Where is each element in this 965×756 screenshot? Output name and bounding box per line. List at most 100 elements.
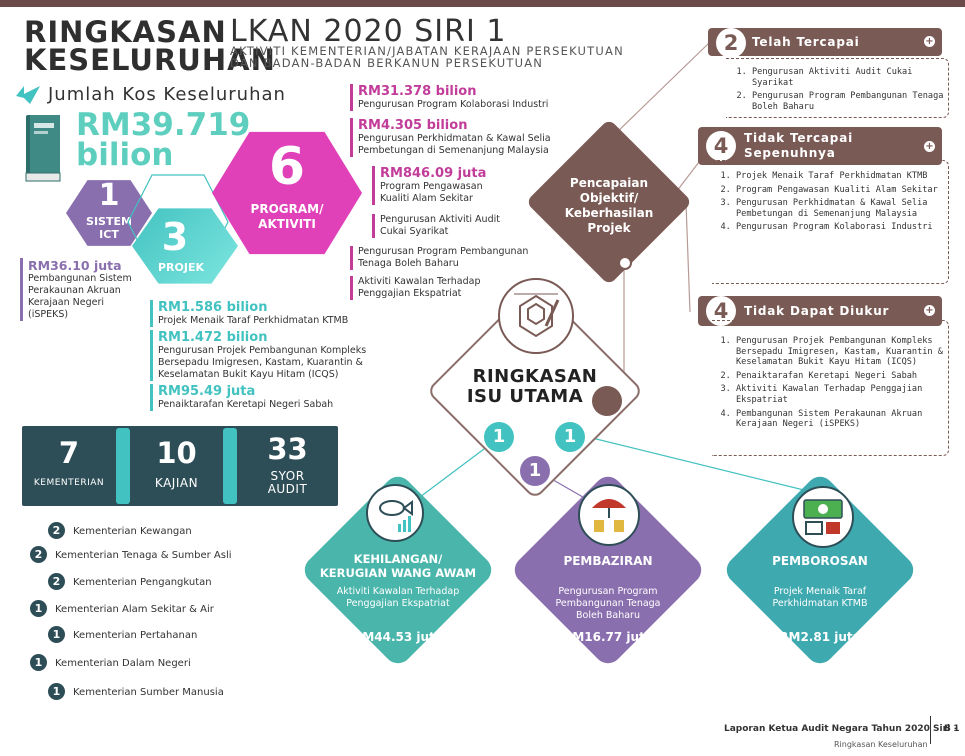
achievement-title-1: Pencapaian <box>569 176 649 190</box>
ministry-count: 2 <box>48 573 65 590</box>
status-list-1: Pengurusan Aktiviti Audit Cukai Syarikat… <box>732 67 944 115</box>
status-box-3 <box>712 320 949 456</box>
project-desc: Pengurusan Projek Pembangunan Kompleks <box>158 345 367 356</box>
issue-loss-desc-1: Aktiviti Kawalan Terhadap <box>336 586 460 597</box>
program-desc: Aktiviti Kawalan Terhadap <box>358 276 481 287</box>
stat-syor-value: 33 <box>267 432 308 466</box>
ministry-name: Kementerian Sumber Manusia <box>73 687 224 698</box>
issue-title-1: RINGKASAN <box>472 366 598 387</box>
ministry-count: 1 <box>48 683 65 700</box>
ict-desc: Pembangunan Sistem <box>28 273 132 284</box>
ict-desc: (iSPEKS) <box>28 309 69 320</box>
program-desc: Pengurusan Program Kolaborasi Industri <box>358 99 549 110</box>
project-amount: RM1.586 bilion <box>158 300 268 315</box>
leaf-icon <box>16 86 40 104</box>
list-item: Pengurusan Projek Pembangunan Kompleks B… <box>736 336 944 368</box>
program-count: 6 <box>268 137 306 197</box>
ministry-name: Kementerian Alam Sekitar & Air <box>55 604 214 615</box>
footer-report: Laporan Ketua Audit Negara Tahun 2020 Si… <box>724 724 960 734</box>
issue-extra-amount: RM2.81 juta <box>779 630 861 644</box>
program-desc: Penggajian Ekspatriat <box>358 288 462 299</box>
status-title-3: Tidak Dapat Diukur <box>744 304 890 318</box>
footer-divider <box>930 716 931 744</box>
ministry-name: Kementerian Tenaga & Sumber Asli <box>55 550 232 561</box>
program-desc: Program Pengawasan <box>380 181 483 192</box>
stat-kajian-label: KAJIAN <box>154 476 199 490</box>
program-item-2: RM4.305 bilion Pengurusan Perkhidmatan &… <box>350 118 551 157</box>
plus-icon[interactable]: + <box>924 36 935 47</box>
ict-label1: SISTEM <box>86 215 132 228</box>
stats-panel <box>22 426 338 506</box>
book-icon <box>25 115 61 182</box>
issue-waste-desc-1: Pengurusan Program <box>558 586 658 597</box>
ministry-name: Kementerian Pertahanan <box>73 630 198 641</box>
issue-badge-3: 1 <box>520 456 550 486</box>
status-header-3[interactable] <box>698 296 942 326</box>
program-desc: Pengurusan Perkhidmatan & Kawal Selia <box>358 133 551 144</box>
program-desc: Pengurusan Program Pembangunan <box>358 246 529 257</box>
program-desc: Pengurusan Aktiviti Audit <box>380 214 500 225</box>
program-desc: Kualiti Alam Sekitar <box>380 193 473 204</box>
program-item-3: RM846.09 juta Program Pengawasan Kualiti… <box>372 166 486 205</box>
ict-amount: RM36.10 juta <box>28 258 122 273</box>
list-item: Penaiktarafan Keretapi Negeri Sabah <box>736 371 944 382</box>
status-header-1[interactable] <box>708 28 942 56</box>
stat-syor-label2: AUDIT <box>267 482 308 496</box>
fish-chart-icon <box>366 484 424 542</box>
issue-loss-amount: RM44.53 juta <box>353 630 443 644</box>
achievement-title-4: Projek <box>587 221 631 235</box>
issue-loss-desc-2: Penggajian Ekspatriat <box>346 598 450 609</box>
program-desc: Cukai Syarikat <box>380 226 449 237</box>
status-title-1: Telah Tercapai <box>752 35 860 49</box>
ministry-count: 1 <box>30 600 47 617</box>
ict-item: RM36.10 juta Pembangunan Sistem Perakaun… <box>20 258 132 321</box>
list-item: Pembangunan Sistem Perakaunan Akruan Ker… <box>736 409 944 430</box>
top-border <box>0 0 965 7</box>
ict-desc: Perakaunan Akruan <box>28 285 121 296</box>
issue-badge-2: 1 <box>555 422 585 452</box>
title-line2: KESELURUHAN <box>24 43 276 77</box>
program-item-4: Pengurusan Aktiviti Audit Cukai Syarikat <box>372 214 500 238</box>
total-unit: bilion <box>76 137 174 173</box>
project-desc: Projek Menaik Taraf Perkhidmatan KTMB <box>158 315 349 326</box>
projek-label: PROJEK <box>157 261 204 274</box>
program-label1: PROGRAM/ <box>250 202 324 216</box>
ministry-name: Kementerian Kewangan <box>73 526 192 537</box>
issue-badge-1: 1 <box>484 422 514 452</box>
list-item: Pengurusan Aktiviti Audit Cukai Syarikat <box>752 67 944 88</box>
subtitle-line1: AKTIVITI KEMENTERIAN/JABATAN KERAJAAN PE… <box>230 44 624 58</box>
total-amount: RM39.719 <box>76 107 251 143</box>
project-desc: Keselamatan Bukit Kayu Hitam (ICQS) <box>158 369 339 380</box>
ict-desc: Kerajaan Negeri <box>28 297 105 308</box>
ict-label2: ICT <box>99 228 119 241</box>
program-amount: RM4.305 bilion <box>358 118 468 133</box>
issue-waste-amount: RM16.77 juta <box>563 630 653 644</box>
program-desc: Pembetungan di Semenanjung Malaysia <box>358 145 549 156</box>
plus-icon[interactable]: + <box>924 305 935 316</box>
issue-dot <box>592 386 622 416</box>
stat-kajian-value: 10 <box>156 436 197 470</box>
ict-count: 1 <box>98 178 120 213</box>
status-count-1: 2 <box>716 28 746 58</box>
plus-icon[interactable]: + <box>924 141 935 152</box>
program-item-5: Pengurusan Program Pembangunan Tenaga Bo… <box>350 246 528 270</box>
list-item: Pengurusan Perkhidmatan & Kawal Selia Pe… <box>736 198 944 219</box>
money-cart-icon <box>792 486 854 548</box>
program-label2: AKTIVITI <box>258 217 316 231</box>
list-item: Projek Menaik Taraf Perkhidmatan KTMB <box>736 171 944 182</box>
project-amount: RM1.472 bilion <box>158 330 268 345</box>
project-item-3: RM95.49 juta Penaiktarafan Keretapi Nege… <box>150 384 333 411</box>
status-list-3: Pengurusan Projek Pembangunan Kompleks B… <box>716 336 944 433</box>
list-item: Program Pengawasan Kualiti Alam Sekitar <box>736 185 944 196</box>
status-header-2[interactable] <box>698 127 942 165</box>
program-item-6: Aktiviti Kawalan Terhadap Penggajian Eks… <box>350 276 480 300</box>
stat-kementerian-value: 7 <box>58 436 80 470</box>
program-amount: RM846.09 juta <box>380 166 487 181</box>
project-amount: RM95.49 juta <box>158 384 256 399</box>
project-item-2: RM1.472 bilion Pengurusan Projek Pembang… <box>150 330 366 381</box>
status-title-2b: Sepenuhnya <box>744 146 836 160</box>
status-box-1 <box>726 58 949 118</box>
achievement-title-2: Objektif/ <box>579 191 639 205</box>
stat-syor-label1: SYOR <box>270 469 305 483</box>
list-item: Aktiviti Kawalan Terhadap Penggajian Eks… <box>736 384 944 405</box>
